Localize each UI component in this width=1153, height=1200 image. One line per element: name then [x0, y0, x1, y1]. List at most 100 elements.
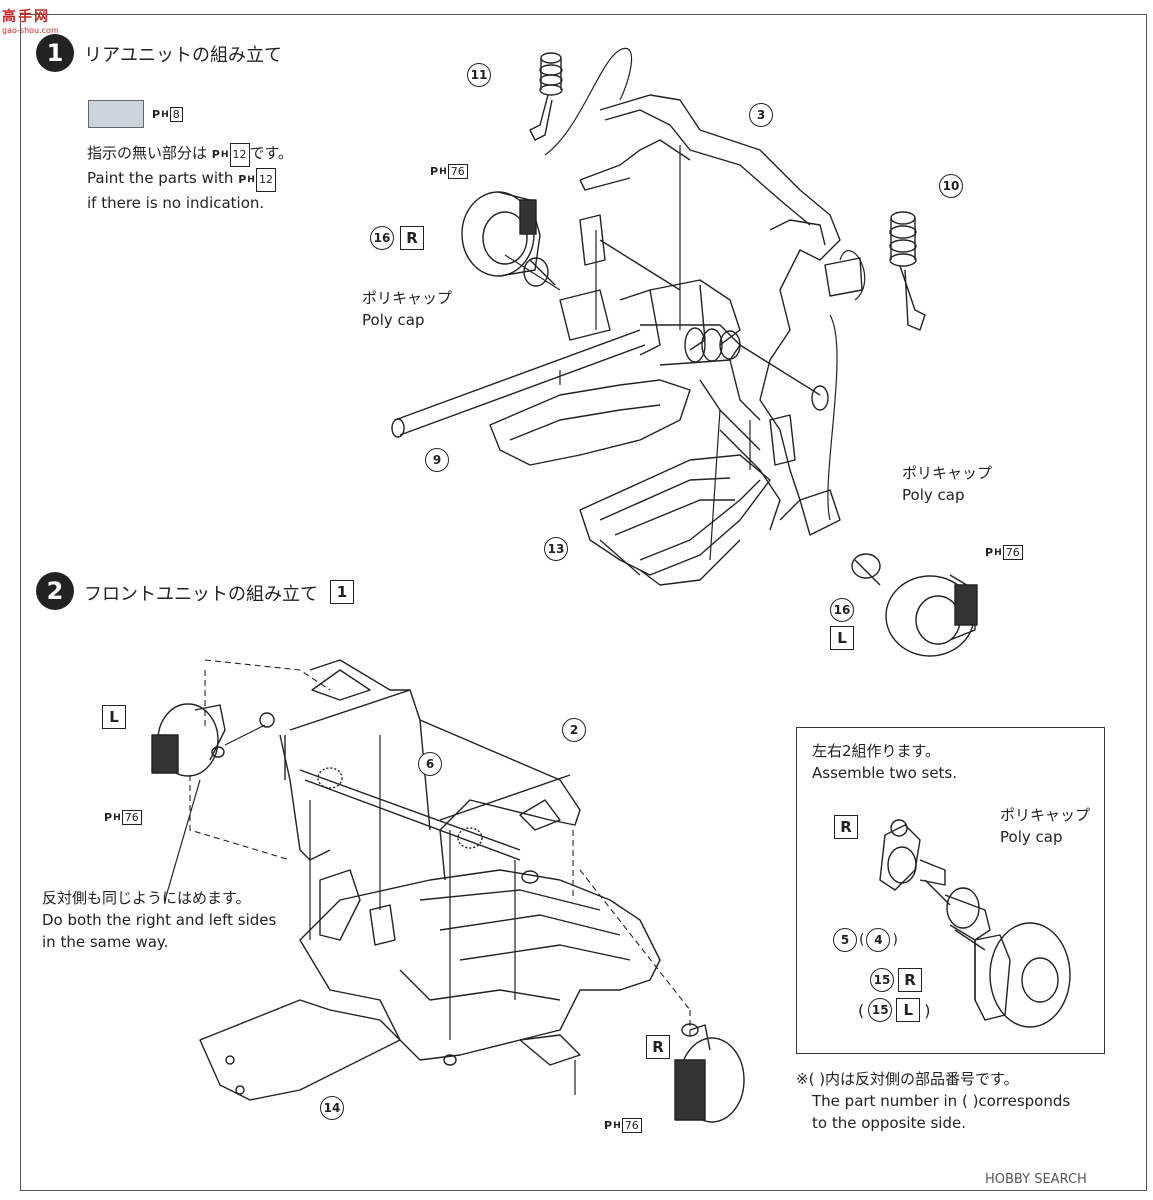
inset-part-5-4: 5 (4): [833, 928, 898, 952]
paint-sub: H: [994, 547, 1002, 558]
inset-part-4: 4: [866, 928, 891, 952]
assembly-arrows-step2: [164, 724, 576, 1095]
poly-cap-label-2: ポリキャップ Poly cap: [902, 462, 992, 506]
inset-instructions: 左右2組作ります。 Assemble two sets.: [812, 740, 957, 784]
inset-part-15-alt: 15: [868, 998, 893, 1022]
rear-undertray-part-13: [579, 454, 771, 576]
assembly-arrows-step1: [504, 47, 866, 561]
note-en-2: if there is no indication.: [87, 194, 265, 212]
inset-part-15-r: 15 R: [870, 968, 922, 992]
hobby-search-watermark: HOBBY SEARCH: [985, 1172, 1087, 1187]
front-tie-rod-part-6: [299, 767, 521, 861]
inset-jp: 左右2組作ります。: [812, 742, 941, 760]
step-2-title: フロントユニットの組み立て: [84, 584, 318, 605]
poly-cap-en: Poly cap: [902, 486, 965, 504]
inset-poly-cap-en: Poly cap: [1000, 828, 1063, 846]
paint-prefix: P: [985, 546, 994, 559]
front-side-label-l: L: [102, 705, 126, 729]
part-label-6: 6: [418, 752, 442, 776]
inset-paren-close-2: ): [924, 1000, 931, 1020]
footnote-en-2: to the opposite side.: [812, 1114, 966, 1132]
part-label-11: 11: [467, 63, 491, 87]
paint-sub: H: [439, 166, 447, 177]
front-undertray-part-14: [199, 999, 401, 1101]
part-label-9: 9: [425, 448, 449, 472]
paint-sub: H: [613, 1120, 621, 1131]
both-sides-en-2: in the same way.: [42, 933, 169, 951]
inset-paren-open-2: (: [858, 1000, 865, 1020]
paint-sub: H: [247, 174, 255, 185]
paint-number: 76: [621, 1118, 642, 1133]
side-label-r: R: [400, 226, 424, 250]
part-label-14: 14: [320, 1096, 344, 1120]
inset-side-label-r: R: [834, 815, 858, 839]
paint-number: 76: [121, 810, 142, 825]
part-label-3: 3: [749, 103, 773, 127]
inset-en: Assemble two sets.: [812, 764, 958, 782]
paint-sub: H: [161, 109, 169, 120]
paint-prefix: P: [604, 1119, 613, 1132]
paint-number: 8: [169, 107, 183, 122]
inset-paren-open: (: [859, 932, 865, 948]
rear-hub-left: [559, 214, 611, 341]
rear-lower-arm: [489, 379, 691, 466]
watermark-logo-text: 高手网: [2, 9, 50, 25]
inset-part-15: 15: [870, 968, 894, 992]
both-sides-en-1: Do both the right and left sides: [42, 911, 277, 929]
paint-number: 76: [447, 164, 468, 179]
inset-poly-cap-jp: ポリキャップ: [1000, 806, 1091, 824]
inset-part-15-l: ( 15 L ): [858, 998, 931, 1022]
paint-swatch: [88, 100, 144, 128]
side-label-l: L: [830, 626, 854, 650]
footnote: ※( )内は反対側の部品番号です。 The part number in ( )…: [796, 1068, 1070, 1134]
footnote-en-1: The part number in ( )corresponds: [812, 1092, 1071, 1110]
poly-cap-label-1: ポリキャップ Poly cap: [362, 287, 452, 331]
part-label-16-l: 16: [830, 598, 854, 622]
shock-absorber-part-10: [889, 211, 926, 331]
step-2-number: 2: [36, 572, 74, 610]
step-2-ref-box: 1: [330, 580, 354, 604]
rear-hub-right: [769, 257, 863, 536]
note-jp-post: です。: [249, 144, 294, 162]
paint-number: 76: [1002, 545, 1023, 560]
drive-shaft-part-9: [391, 239, 829, 438]
part-label-13: 13: [544, 537, 568, 561]
note-en1-text: Paint the parts with: [87, 169, 234, 187]
inset-poly-cap: ポリキャップ Poly cap: [1000, 804, 1090, 848]
rear-brake-disc-r-part-16: [461, 191, 556, 287]
paint-number: 12: [229, 143, 250, 167]
front-knuckles: [319, 869, 581, 1066]
inset-paren-close: ): [892, 932, 898, 948]
part-label-10: 10: [939, 174, 963, 198]
note-jp-pre: 指示の無い部分は: [87, 144, 208, 162]
both-sides-jp: 反対側も同じようにはめます。: [42, 889, 251, 907]
inset-box: [796, 727, 1105, 1054]
step-1-title: リアユニットの組み立て: [84, 45, 282, 66]
paint-prefix: P: [104, 811, 113, 824]
manual-page-frame: [20, 14, 1147, 1191]
footnote-jp: ※( )内は反対側の部品番号です。: [796, 1070, 1019, 1088]
step-1-number: 1: [36, 34, 74, 72]
paint-prefix: P: [238, 173, 247, 186]
front-floor-pan: [299, 869, 661, 1061]
watermark-domain: gao-shou.com: [2, 26, 59, 35]
inset-side-r: R: [898, 968, 922, 992]
part-label-2: 2: [562, 718, 586, 742]
paint-prefix: P: [430, 165, 439, 178]
front-side-label-r: R: [646, 1035, 670, 1059]
both-sides-note: 反対側も同じようにはめます。 Do both the right and lef…: [42, 887, 276, 953]
front-brake-disc-l: [151, 703, 275, 777]
paint-sub: H: [113, 812, 121, 823]
paint-prefix: P: [152, 108, 161, 121]
poly-cap-jp: ポリキャップ: [902, 464, 993, 482]
